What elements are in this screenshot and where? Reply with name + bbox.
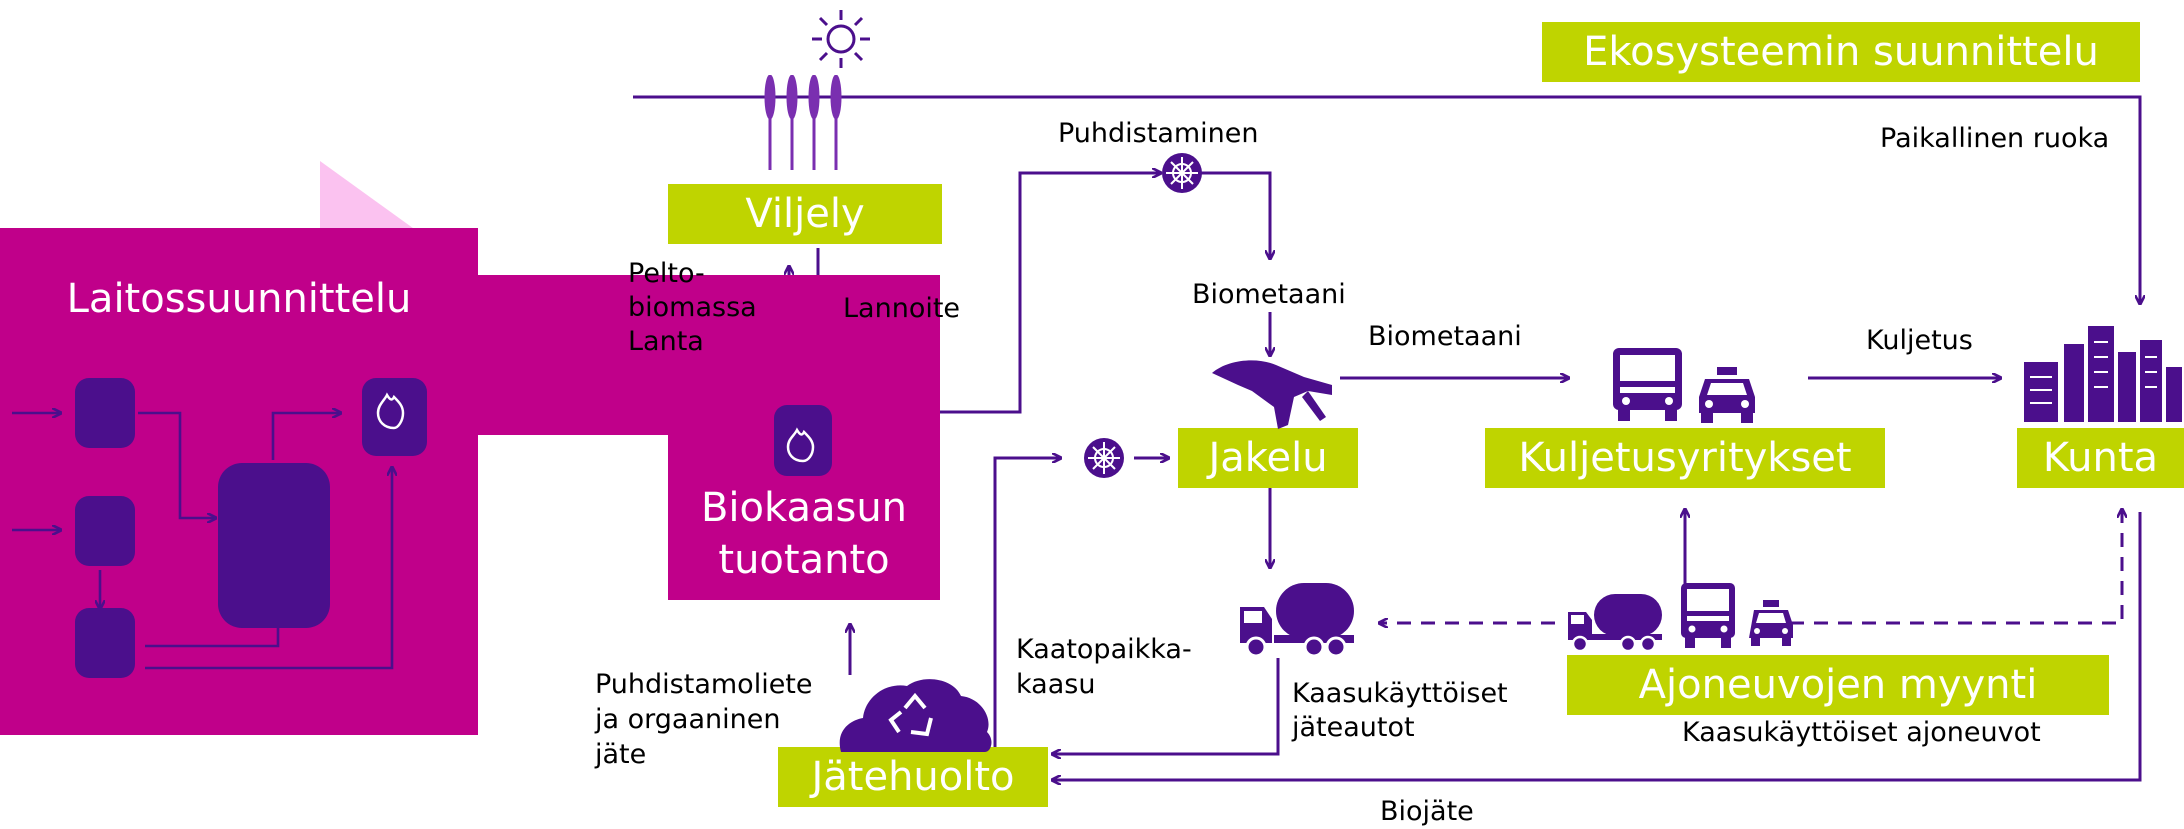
label-ekosysteemin-suunnittelu: Ekosysteemin suunnittelu [1542,22,2140,82]
flow-label-pelto-1: Pelto- [628,258,705,289]
label-jakelu: Jakelu [1178,428,1358,488]
recycle-heap-icon [839,679,992,752]
flow-label-paikallinen-ruoka: Paikallinen ruoka [1880,123,2110,154]
flow-label-pelto-3: Lanta [628,326,704,357]
tank-icon [75,608,135,678]
garbage-truck-icon [1240,583,1354,658]
laitossuunnittelu-title: Laitossuunnittelu [66,276,412,322]
taxi-icon [1749,600,1793,646]
flow-label-biojate: Biojäte [1380,796,1474,827]
tank-icon [75,496,135,566]
flow-label-kaatopaikka-1: Kaatopaikka- [1016,634,1192,665]
flow-label-puhdistamo-1: Puhdistamoliete [595,669,813,700]
flow-label-pelto-2: biomassa [628,292,757,323]
biogas-tank-icon [774,405,832,476]
flow-paikallinen-ruoka [633,95,2140,303]
tank-icon [75,378,135,448]
flow-jateautot [1053,658,1280,754]
garbage-truck-icon [1568,594,1662,652]
flow-label-kaatopaikka-2: kaasu [1016,669,1096,700]
bus-icon [1613,348,1682,421]
label-kuljetusyritykset: Kuljetusyritykset [1485,428,1885,488]
purifier-icon [1084,438,1124,478]
wheat-icon [764,75,842,170]
city-icon [2024,326,2182,422]
fuel-nozzle-icon [1212,360,1332,429]
flow-label-ajoneuvot: Kaasukäyttöiset ajoneuvot [1682,717,2041,748]
laitossuunnittelu-internals [12,378,427,678]
biokaasun-line1: Biokaasun [700,485,908,531]
flow-label-lannoite: Lannoite [843,293,961,324]
flow-label-puhdistamo-3: jäte [595,739,647,770]
label-kunta: Kunta [2017,428,2184,488]
biogas-tank-icon [362,378,427,456]
flow-biojate [1053,512,2142,780]
flame-icon [376,392,405,430]
label-jatehuolto: Jätehuolto [778,747,1048,807]
flow-label-biometaani-1: Biometaani [1192,279,1346,310]
sun-icon [812,10,870,68]
flow-label-jateautot-1: Kaasukäyttöiset [1292,678,1508,709]
label-ajoneuvojen-myynti: Ajoneuvojen myynti [1567,655,2109,715]
flow-label-jateautot-2: jäteautot [1292,712,1415,743]
flow-kaatopaikkakaasu [993,458,1060,762]
digester-tank-icon [218,463,330,628]
biokaasun-line2: tuotanto [718,537,890,583]
flow-puhdistaminen-down [1192,171,1270,258]
label-viljely: Viljely [668,184,942,244]
flow-dashed-kunta [1790,510,2122,625]
taxi-icon [1699,367,1755,423]
purifier-icon [1162,153,1202,193]
flow-label-biometaani-2: Biometaani [1368,321,1522,352]
bus-icon [1681,583,1735,648]
flow-label-kuljetus: Kuljetus [1866,325,1973,356]
flow-to-puhdistaminen [940,173,1160,414]
flow-label-puhdistamo-2: ja orgaaninen [595,704,781,735]
flow-label-puhdistaminen: Puhdistaminen [1058,118,1259,149]
